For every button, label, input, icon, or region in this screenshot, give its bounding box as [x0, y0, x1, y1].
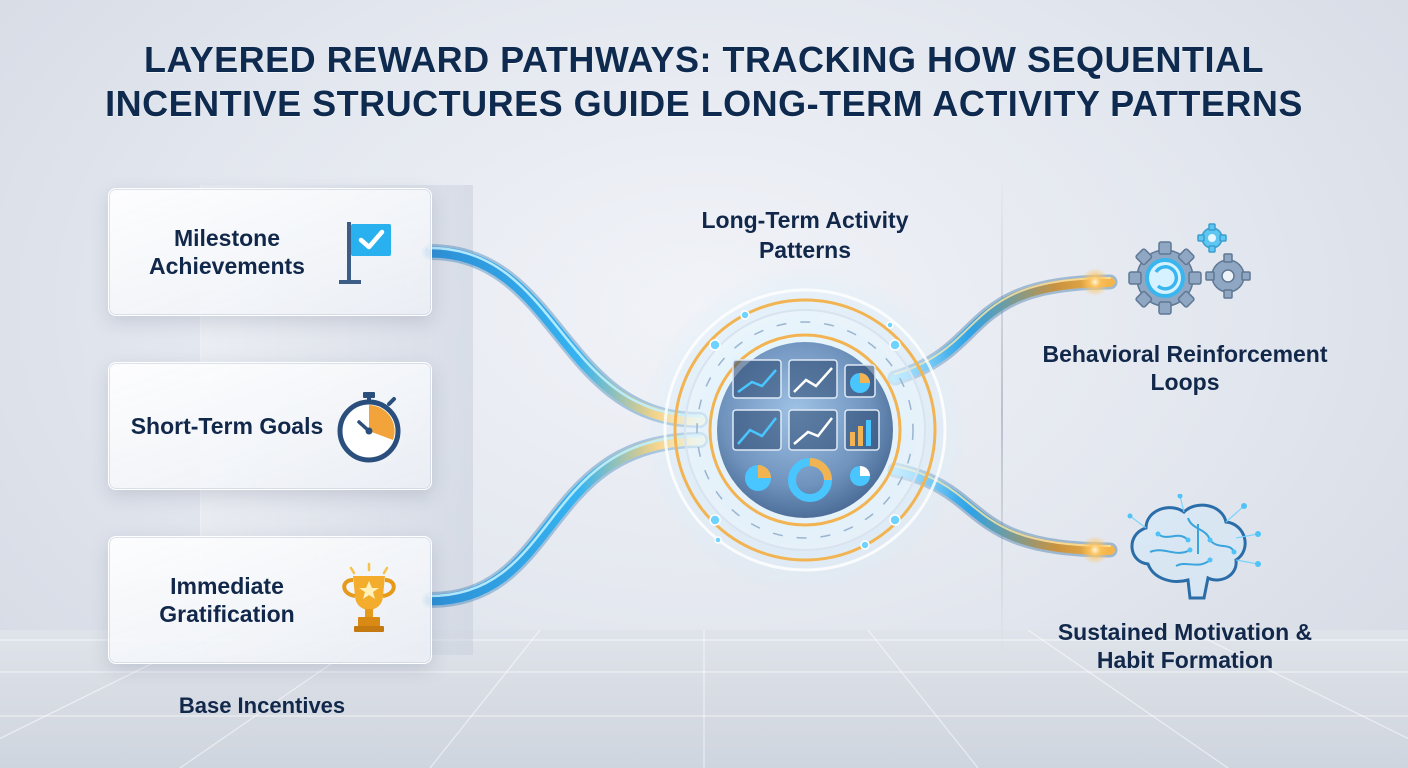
- flag-check-icon: [339, 222, 391, 284]
- stopwatch-icon: [337, 392, 401, 463]
- card-short-term-goals: Short-Term Goals: [108, 362, 432, 490]
- title-line-1: LAYERED REWARD PATHWAYS: TRACKING HOW SE…: [143, 39, 1265, 80]
- card-immediate-gratification: Immediate Gratification: [108, 536, 432, 664]
- spark: [1081, 536, 1109, 564]
- spark: [1081, 268, 1109, 296]
- title-line-2: INCENTIVE STRUCTURES GUIDE LONG-TERM ACT…: [105, 83, 1303, 124]
- divider: [1001, 172, 1003, 652]
- output-label-behavioral-reinforcement: Behavioral Reinforcement Loops: [1042, 341, 1328, 395]
- card-label: Immediate Gratification: [159, 573, 295, 627]
- card-label: Short-Term Goals: [130, 413, 324, 439]
- card-label: Milestone Achievements: [149, 225, 305, 279]
- brain-network-icon: [1127, 494, 1261, 600]
- card-milestone-achievements: Milestone Achievements: [108, 188, 432, 316]
- gears-icon: [1128, 223, 1251, 315]
- base-incentives-label: Base Incentives: [178, 693, 346, 718]
- trophy-icon: [342, 562, 396, 632]
- hub-label: Long-Term Activity Patterns: [701, 207, 909, 263]
- output-label-sustained-motivation: Sustained Motivation & Habit Formation: [1057, 619, 1313, 673]
- hub: [640, 265, 970, 595]
- page-title: LAYERED REWARD PATHWAYS: TRACKING HOW SE…: [0, 38, 1408, 126]
